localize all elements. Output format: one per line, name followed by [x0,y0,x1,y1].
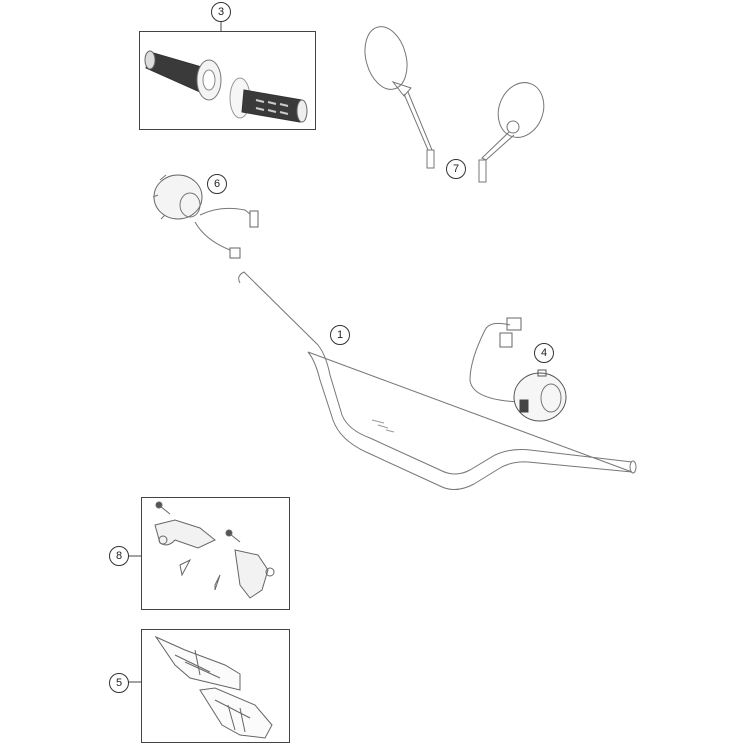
callout-1[interactable]: 1 [330,325,350,345]
callout-4[interactable]: 4 [534,343,554,363]
grip-set-frame [139,31,316,130]
left-switch [152,174,259,259]
right-switch [469,317,567,422]
grip-right [229,77,308,123]
callout-5[interactable]: 5 [109,673,129,693]
handguard-parts [154,635,273,739]
clamp-parts [154,501,275,599]
callout-3[interactable]: 3 [211,2,231,22]
callout-8[interactable]: 8 [109,546,129,566]
callout-6[interactable]: 6 [207,174,227,194]
callout-7[interactable]: 7 [446,159,466,179]
grip-left [144,50,222,101]
clamp-set-frame [141,497,290,610]
